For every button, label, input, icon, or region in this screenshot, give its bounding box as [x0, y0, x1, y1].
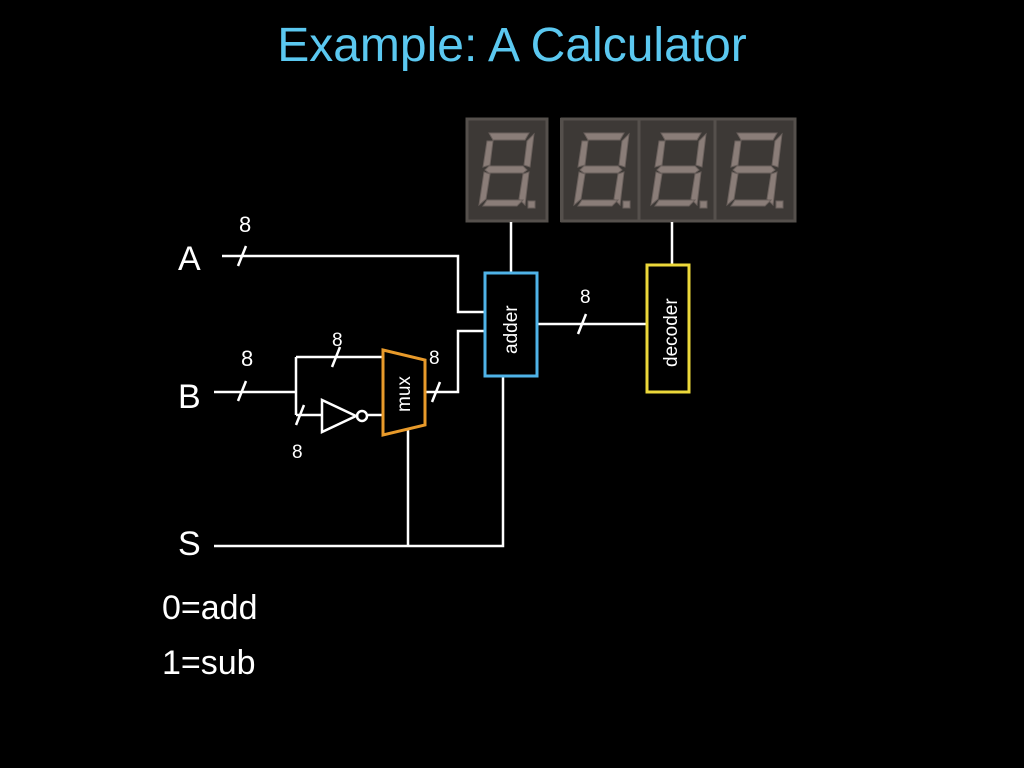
- decoder-label: decoder: [661, 298, 682, 367]
- input-a-label: A: [178, 240, 201, 278]
- input-b-label: B: [178, 378, 201, 416]
- bus-width-b-inverted: 8: [292, 442, 303, 463]
- adder-label: adder: [501, 305, 522, 354]
- seven-segment-digit-icon: [560, 117, 644, 223]
- bus-width-b: 8: [241, 346, 253, 371]
- input-s-label: S: [178, 525, 201, 563]
- mux-label: mux: [394, 376, 415, 412]
- legend-sub: 1=sub: [162, 644, 256, 682]
- mux-block: mux: [381, 348, 427, 437]
- page-title: Example: A Calculator: [277, 19, 747, 72]
- bus-width-a: 8: [239, 212, 251, 237]
- seven-segment-display-value: [560, 117, 797, 223]
- decoder-block: decoder: [645, 263, 691, 394]
- not-gate-icon: [320, 398, 369, 434]
- adder-block: adder: [483, 271, 539, 378]
- seven-segment-digit-icon: [465, 117, 549, 223]
- bus-width-mux-out: 8: [429, 348, 440, 369]
- seven-segment-digit-icon: [637, 117, 721, 223]
- bus-width-adder-out: 8: [580, 287, 591, 308]
- bus-width-b-direct: 8: [332, 330, 343, 351]
- wires: [214, 222, 674, 548]
- seven-segment-display-sign: [465, 117, 549, 223]
- legend-add: 0=add: [162, 589, 258, 627]
- seven-segment-digit-icon: [713, 117, 797, 223]
